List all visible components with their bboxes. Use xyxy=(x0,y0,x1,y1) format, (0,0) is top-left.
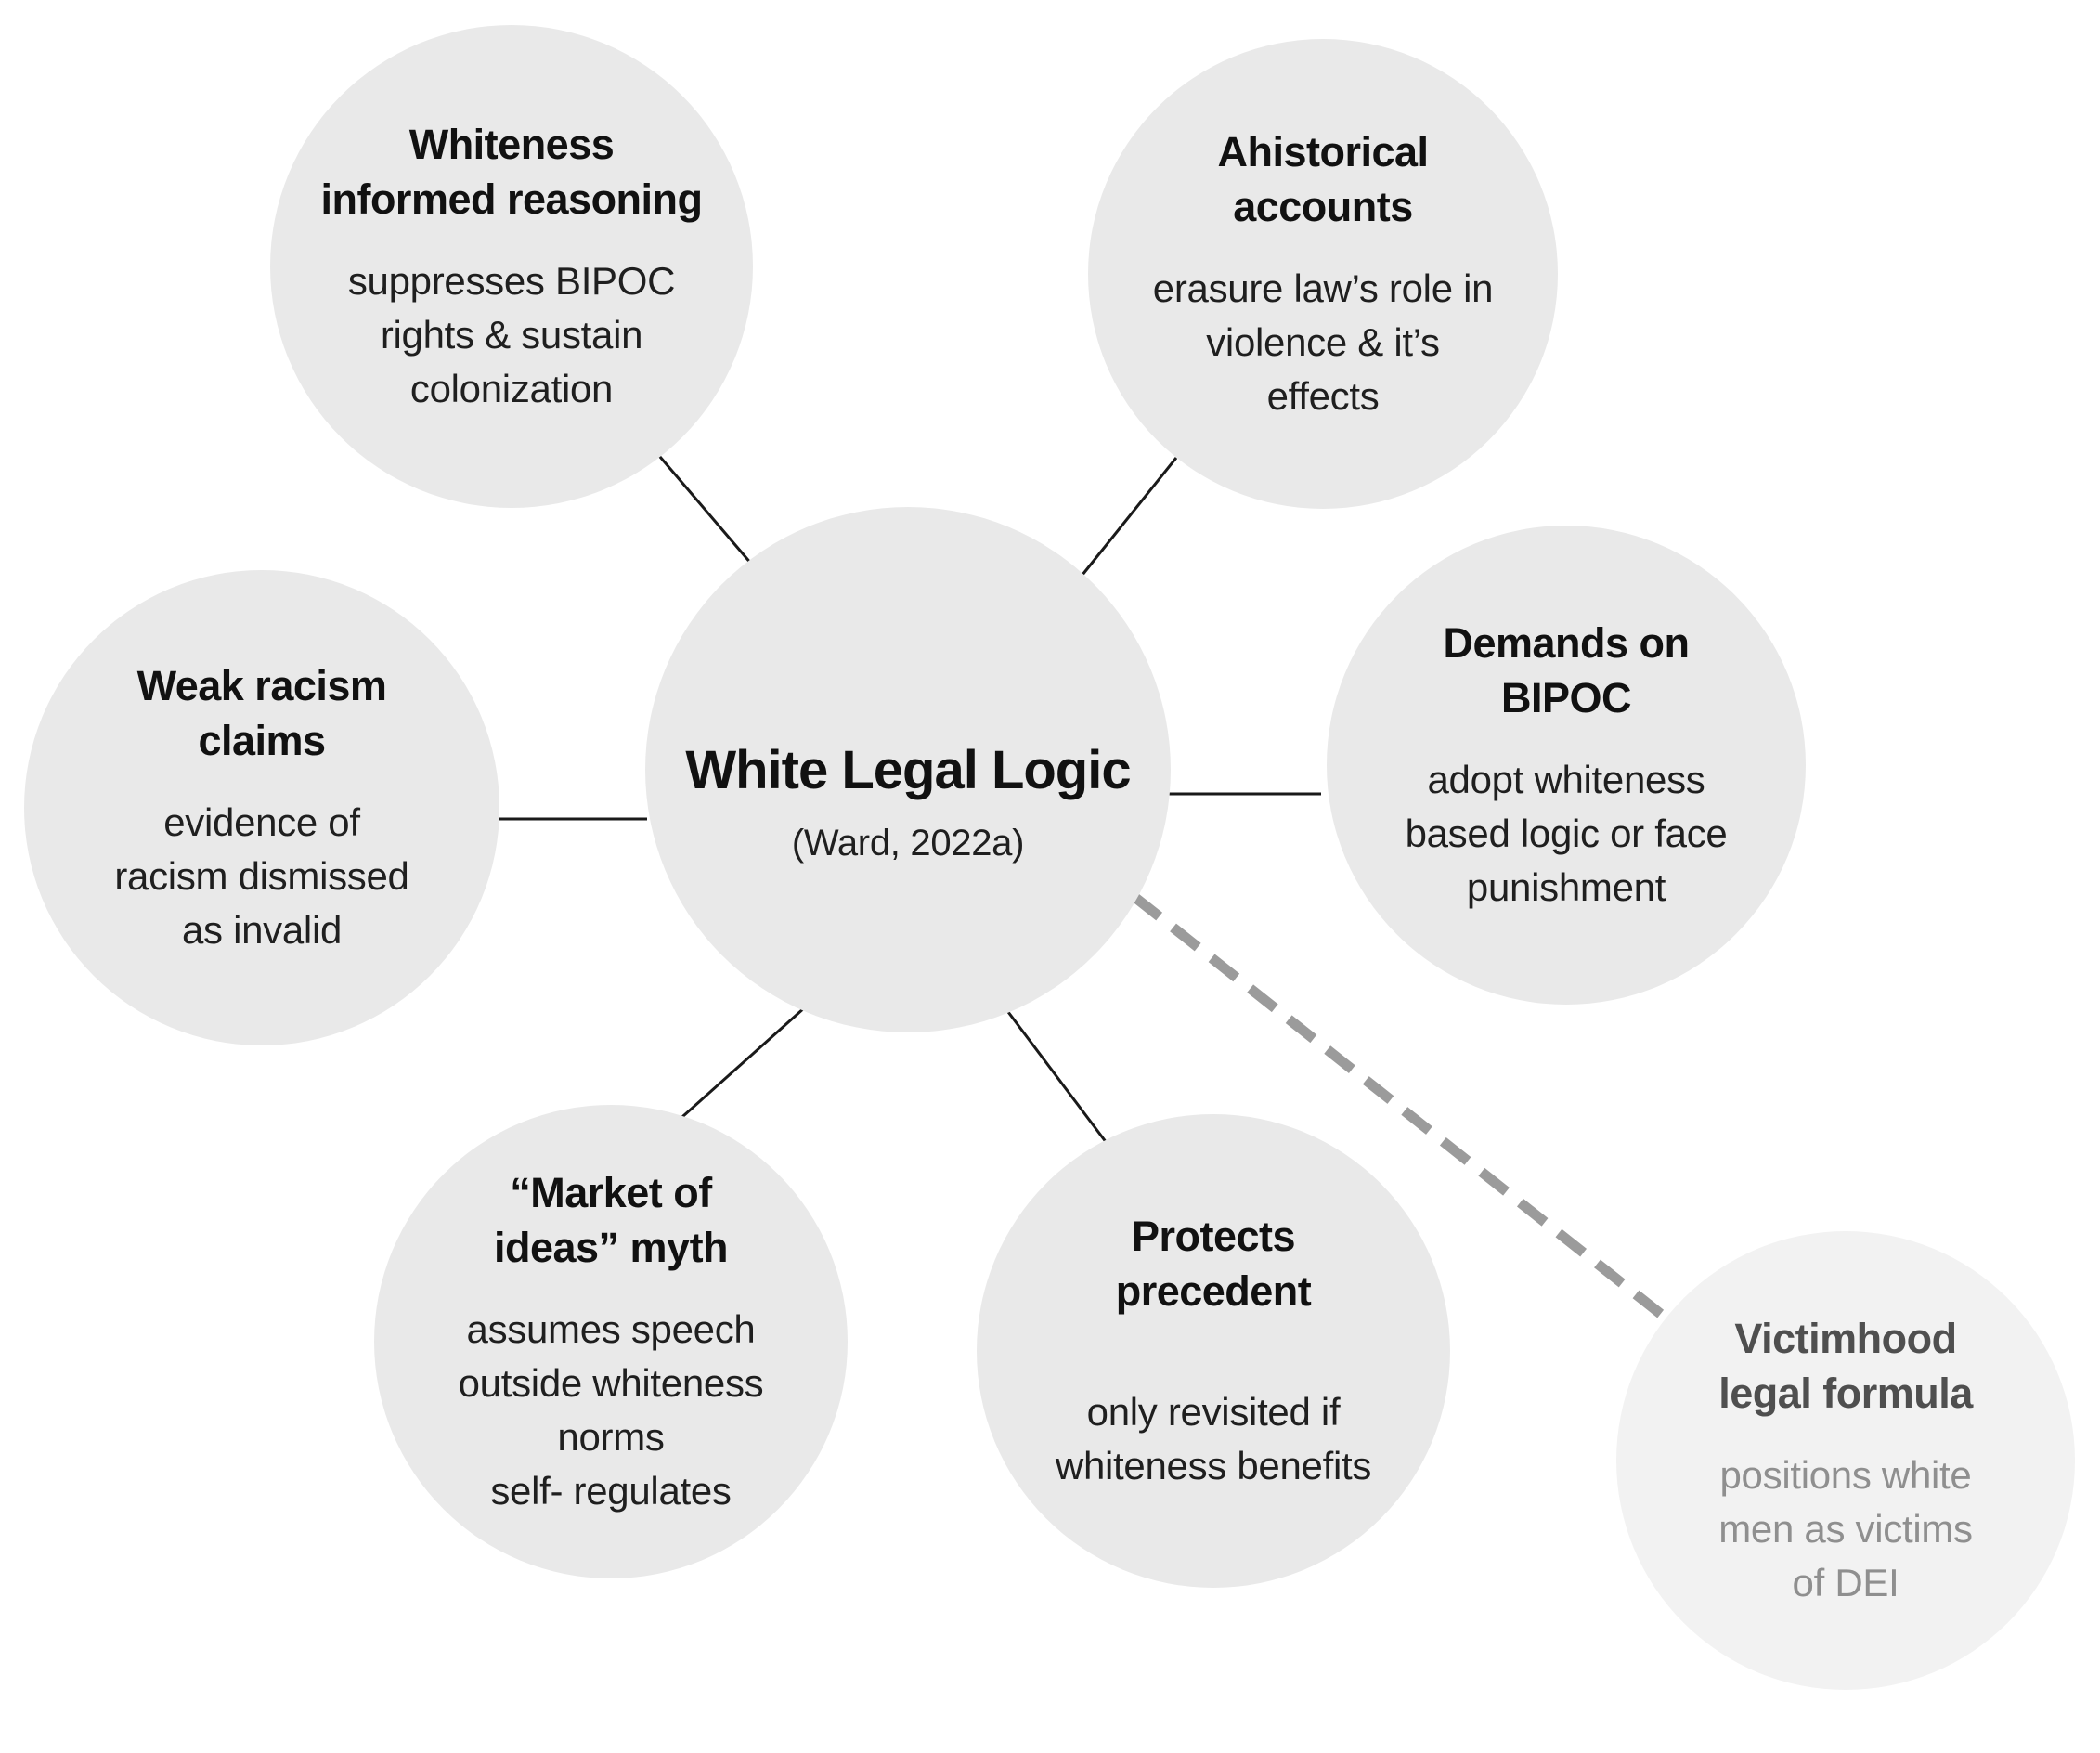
line-ahistorical-connector xyxy=(1077,457,1178,580)
node-market-of-ideas-myth: “Market of ideas” myth assumes speech ou… xyxy=(374,1105,848,1578)
node-title: Weak racism claims xyxy=(136,661,387,765)
node-body: suppresses BIPOC rights & sustain coloni… xyxy=(347,259,676,411)
node-victimhood-legal-formula: Victimhood legal formula positions white… xyxy=(1616,1231,2075,1690)
line-protects-connector xyxy=(1006,1011,1111,1148)
node-weak-racism-claims: Weak racism claims evidence of racism di… xyxy=(24,570,499,1045)
node-body: adopt whiteness based logic or face puni… xyxy=(1405,758,1728,910)
node-body: only revisited if whiteness benefits xyxy=(1055,1390,1372,1488)
node-whiteness-informed-reasoning: Whiteness informed reasoning suppresses … xyxy=(270,25,753,508)
node-protects-precedent: Protects precedent only revisited if whi… xyxy=(977,1114,1450,1588)
node-title: Protects precedent xyxy=(1115,1212,1312,1316)
center-node-title: White Legal Logic xyxy=(685,740,1131,801)
node-body: assumes speech outside whiteness norms s… xyxy=(458,1307,764,1513)
node-title: “Market of ideas” myth xyxy=(493,1168,729,1272)
line-market-connector xyxy=(674,1006,806,1125)
node-title: Ahistorical accounts xyxy=(1217,127,1429,231)
node-body: erasure law’s role in violence & it’s ef… xyxy=(1152,266,1494,419)
node-title: Victimhood legal formula xyxy=(1718,1314,1973,1418)
node-title: Demands on BIPOC xyxy=(1443,618,1690,722)
node-body: evidence of racism dismissed as invalid xyxy=(114,800,409,953)
line-whiteness-connector xyxy=(653,449,754,565)
node-white-legal-logic: White Legal Logic (Ward, 2022a) xyxy=(645,507,1171,1032)
node-title: Whiteness informed reasoning xyxy=(320,120,703,224)
dashed-line-victimhood-connector xyxy=(1131,892,1675,1327)
node-body: positions white men as victims of DEI xyxy=(1718,1453,1973,1605)
center-node-citation: (Ward, 2022a) xyxy=(791,822,1025,864)
node-demands-on-bipoc: Demands on BIPOC adopt whiteness based l… xyxy=(1327,526,1806,1005)
node-ahistorical-accounts: Ahistorical accounts erasure law’s role … xyxy=(1088,39,1558,509)
